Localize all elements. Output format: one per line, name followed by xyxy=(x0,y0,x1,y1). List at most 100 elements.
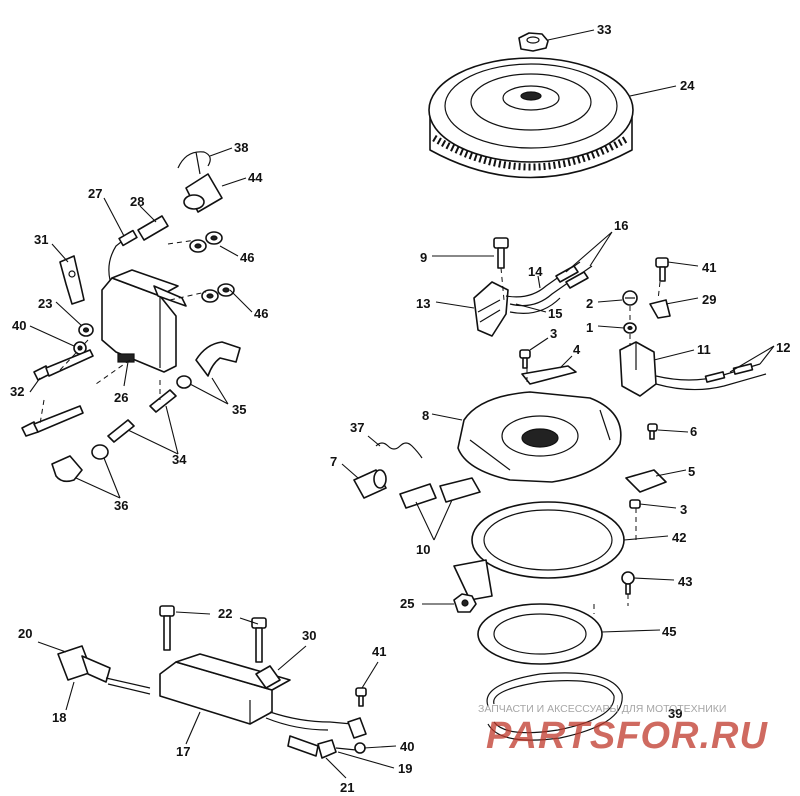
callout-23: 23 xyxy=(38,296,52,311)
callout-38: 38 xyxy=(234,140,248,155)
plate-part-5 xyxy=(625,469,667,493)
callout-7: 7 xyxy=(330,454,337,469)
plate-part-4 xyxy=(521,365,577,385)
screw-part-9 xyxy=(493,237,509,269)
screws-part-22 xyxy=(159,605,267,663)
screw-part-3-lower xyxy=(629,499,641,509)
callout-41-lower: 41 xyxy=(372,644,386,659)
callout-31: 31 xyxy=(34,232,48,247)
callout-46-upper: 46 xyxy=(240,250,254,265)
callout-1: 1 xyxy=(586,320,593,335)
callout-30: 30 xyxy=(302,628,316,643)
callout-5: 5 xyxy=(688,464,695,479)
callout-8: 8 xyxy=(422,408,429,423)
screw-part-43 xyxy=(621,571,635,595)
callout-25: 25 xyxy=(400,596,414,611)
leads-part-14-15-16 xyxy=(505,261,593,314)
callout-46-lower: 46 xyxy=(254,306,268,321)
nut-part-25 xyxy=(453,593,477,613)
sleeves-part-10 xyxy=(399,477,481,509)
screw-part-2 xyxy=(622,290,638,306)
callout-37: 37 xyxy=(350,420,364,435)
callout-32: 32 xyxy=(10,384,24,399)
callout-3-upper: 3 xyxy=(550,326,557,341)
screw-part-6 xyxy=(647,423,658,440)
spring-part-37 xyxy=(375,442,423,459)
washers-part-46 xyxy=(189,231,235,303)
clip-part-30 xyxy=(255,665,281,689)
callout-21: 21 xyxy=(340,780,354,795)
callout-20: 20 xyxy=(18,626,32,641)
charge-coil-part-13 xyxy=(473,281,509,337)
watermark-brand-logo: PARTSFOR.RU xyxy=(486,715,768,757)
screw-part-41-lower xyxy=(355,687,367,707)
power-pack-part-17 xyxy=(159,653,353,731)
callout-39: 39 xyxy=(668,706,682,721)
clip-part-38 xyxy=(177,151,211,175)
callout-17: 17 xyxy=(176,744,190,759)
callout-36: 36 xyxy=(114,498,128,513)
callout-43: 43 xyxy=(678,574,692,589)
retainer-ring-part-42 xyxy=(453,501,625,601)
callout-22: 22 xyxy=(218,606,232,621)
callout-24: 24 xyxy=(680,78,695,93)
screw-part-3-upper xyxy=(519,349,531,369)
leads-part-12 xyxy=(655,363,767,391)
callout-15: 15 xyxy=(548,306,562,321)
callout-26: 26 xyxy=(114,390,128,405)
screw-part-32 xyxy=(21,349,94,437)
callout-13: 13 xyxy=(416,296,430,311)
callout-3-lower: 3 xyxy=(680,502,687,517)
callout-28: 28 xyxy=(130,194,144,209)
washer-part-23 xyxy=(78,323,94,337)
callout-33: 33 xyxy=(597,22,611,37)
callout-44: 44 xyxy=(248,170,263,185)
callout-labels: 33 24 38 44 27 28 31 46 46 23 40 32 26 3… xyxy=(10,22,790,795)
connector-boot-part-44 xyxy=(183,173,223,213)
callout-6: 6 xyxy=(690,424,697,439)
wire-part-18 xyxy=(105,677,151,695)
screw-part-41-upper xyxy=(655,257,669,282)
callout-42: 42 xyxy=(672,530,686,545)
stator-plate-part-8 xyxy=(457,391,622,483)
sleeves-part-34 xyxy=(107,389,177,443)
callout-34: 34 xyxy=(172,452,187,467)
callout-16: 16 xyxy=(614,218,628,233)
flywheel-nut-part-33 xyxy=(518,32,549,52)
callout-12: 12 xyxy=(776,340,790,355)
callout-40-upper: 40 xyxy=(12,318,26,333)
watermark: ЗАПЧАСТИ И АКСЕССУАРЫ ДЛЯ МОТОТЕХНИКИ PA… xyxy=(478,703,768,757)
connector-part-7 xyxy=(353,469,387,499)
watermark-tagline: ЗАПЧАСТИ И АКСЕССУАРЫ ДЛЯ МОТОТЕХНИКИ xyxy=(478,703,726,715)
callout-35: 35 xyxy=(232,402,246,417)
timer-ring-part-45 xyxy=(477,603,603,665)
callout-4: 4 xyxy=(573,342,581,357)
callout-14: 14 xyxy=(528,264,543,279)
washer-part-1 xyxy=(623,322,637,334)
flywheel-part-24 xyxy=(428,57,634,179)
sensor-coil-part-11 xyxy=(619,341,657,397)
callout-18: 18 xyxy=(52,710,66,725)
callout-11: 11 xyxy=(697,342,711,357)
retaining-ring-part-39 xyxy=(486,672,623,741)
hose-part-35 xyxy=(176,341,241,389)
callout-2: 2 xyxy=(586,296,593,311)
callout-10: 10 xyxy=(416,542,430,557)
terminal-part-19-21 xyxy=(287,735,357,759)
clip-part-29 xyxy=(649,299,671,319)
callout-41-upper: 41 xyxy=(702,260,716,275)
callout-27: 27 xyxy=(88,186,102,201)
callout-40-lower: 40 xyxy=(400,739,414,754)
clamp-part-40-lower xyxy=(347,717,367,754)
callout-29: 29 xyxy=(702,292,716,307)
elbow-boot-part-36 xyxy=(51,444,109,483)
wire-terminal-part-27 xyxy=(108,229,138,281)
callout-9: 9 xyxy=(420,250,427,265)
ignition-coil-part-26 xyxy=(101,269,187,373)
callout-45: 45 xyxy=(662,624,676,639)
callout-19: 19 xyxy=(398,761,412,776)
leader-lines xyxy=(29,29,775,779)
connector-part-20 xyxy=(57,645,111,683)
